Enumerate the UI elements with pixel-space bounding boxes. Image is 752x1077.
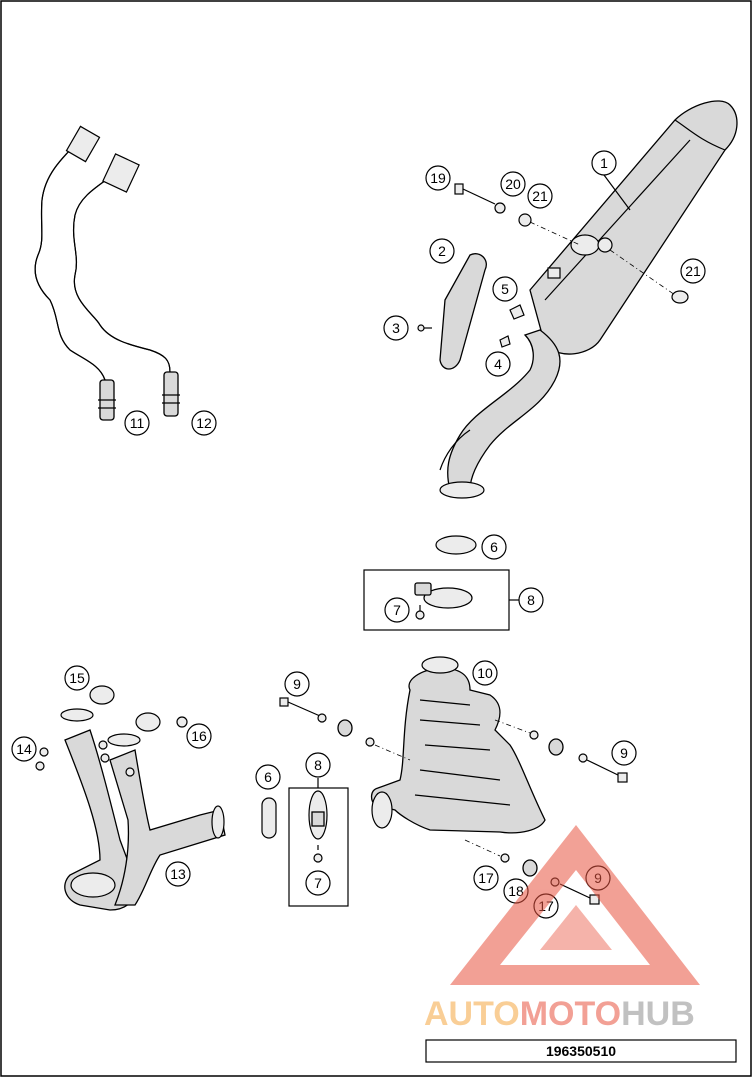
seal-ring-6-lower	[261, 797, 277, 839]
callout-1: 1	[591, 150, 617, 176]
screw-7-upper	[415, 605, 425, 620]
svg-text:3: 3	[392, 320, 400, 336]
callout-4: 4	[485, 351, 511, 377]
hose-clamp-8-upper	[414, 582, 473, 609]
document-number: 196350510	[546, 1043, 616, 1059]
svg-text:20: 20	[505, 176, 521, 192]
gasket-15-b	[135, 712, 161, 732]
gasket-15	[89, 685, 115, 705]
svg-text:15: 15	[69, 670, 85, 686]
link-pipe	[439, 329, 561, 499]
washer-20	[494, 202, 506, 214]
callout-9-right: 9	[611, 740, 637, 766]
bolt-9-left	[279, 697, 375, 747]
svg-text:6: 6	[264, 769, 272, 785]
watermark-triangle-icon	[450, 825, 700, 985]
callout-17-upper: 17	[473, 865, 499, 891]
callout-6-lower: 6	[255, 764, 281, 790]
svg-text:6: 6	[490, 539, 498, 555]
svg-text:8: 8	[314, 757, 322, 773]
manifold	[60, 708, 226, 911]
bushing-21-lower	[671, 290, 689, 304]
callout-7-upper: 7	[384, 597, 410, 623]
callout-8-lower: 8	[305, 752, 331, 778]
svg-text:17: 17	[478, 870, 494, 886]
callout-13: 13	[165, 861, 191, 887]
callout-19: 19	[425, 165, 451, 191]
svg-text:2: 2	[438, 243, 446, 259]
callout-12: 12	[191, 410, 217, 436]
oxygen-sensor-11	[34, 125, 116, 421]
callout-3: 3	[383, 315, 409, 341]
svg-text:9: 9	[620, 745, 628, 761]
svg-text:7: 7	[393, 602, 401, 618]
hose-clamp-8-lower	[308, 790, 328, 840]
heat-protection-cover	[439, 253, 487, 370]
callout-10: 10	[472, 660, 498, 686]
clip-5	[509, 304, 525, 320]
screw-7-lower	[313, 845, 323, 863]
nut-16	[176, 716, 188, 728]
svg-text:7: 7	[314, 875, 322, 891]
svg-text:11: 11	[130, 415, 145, 431]
callout-9-left: 9	[284, 671, 310, 697]
svg-text:21: 21	[685, 263, 701, 279]
callout-7-lower: 7	[305, 870, 331, 896]
callout-11: 11	[124, 410, 150, 436]
pre-silencer	[370, 656, 546, 834]
clip-4	[499, 335, 511, 348]
svg-text:9: 9	[293, 676, 301, 692]
document-number-box	[425, 1039, 737, 1063]
callout-21-lower: 21	[680, 258, 706, 284]
callout-16: 16	[186, 723, 212, 749]
svg-text:1: 1	[600, 155, 608, 171]
callout-2: 2	[429, 238, 455, 264]
callout-5: 5	[492, 276, 518, 302]
bushing-21-upper	[518, 213, 532, 227]
automotohub-watermark: AUTOMOTOHUB	[424, 825, 700, 1033]
svg-text:13: 13	[170, 866, 186, 882]
silencer-muffler	[529, 100, 738, 355]
callout-8-upper: 8	[518, 587, 544, 613]
nut-14	[35, 740, 135, 777]
callout-20: 20	[500, 171, 526, 197]
callout-14: 14	[11, 736, 37, 762]
bolt-9-right	[529, 730, 628, 783]
screw-19	[454, 183, 496, 205]
svg-text:10: 10	[477, 665, 493, 681]
callout-21-upper: 21	[527, 183, 553, 209]
callout-6-upper: 6	[481, 534, 507, 560]
svg-text:19: 19	[430, 170, 446, 186]
svg-text:21: 21	[532, 188, 548, 204]
watermark-brand-text: AUTOMOTOHUB	[424, 995, 695, 1033]
svg-text:4: 4	[494, 356, 502, 372]
callout-15: 15	[64, 665, 90, 691]
oxygen-sensor-12	[72, 153, 180, 417]
seal-ring-6-upper	[435, 535, 477, 555]
svg-text:12: 12	[196, 415, 212, 431]
svg-text:14: 14	[16, 741, 32, 757]
svg-text:8: 8	[527, 592, 535, 608]
svg-text:18: 18	[508, 883, 524, 899]
svg-text:5: 5	[501, 281, 509, 297]
svg-text:16: 16	[191, 728, 207, 744]
screw-3	[417, 324, 432, 332]
